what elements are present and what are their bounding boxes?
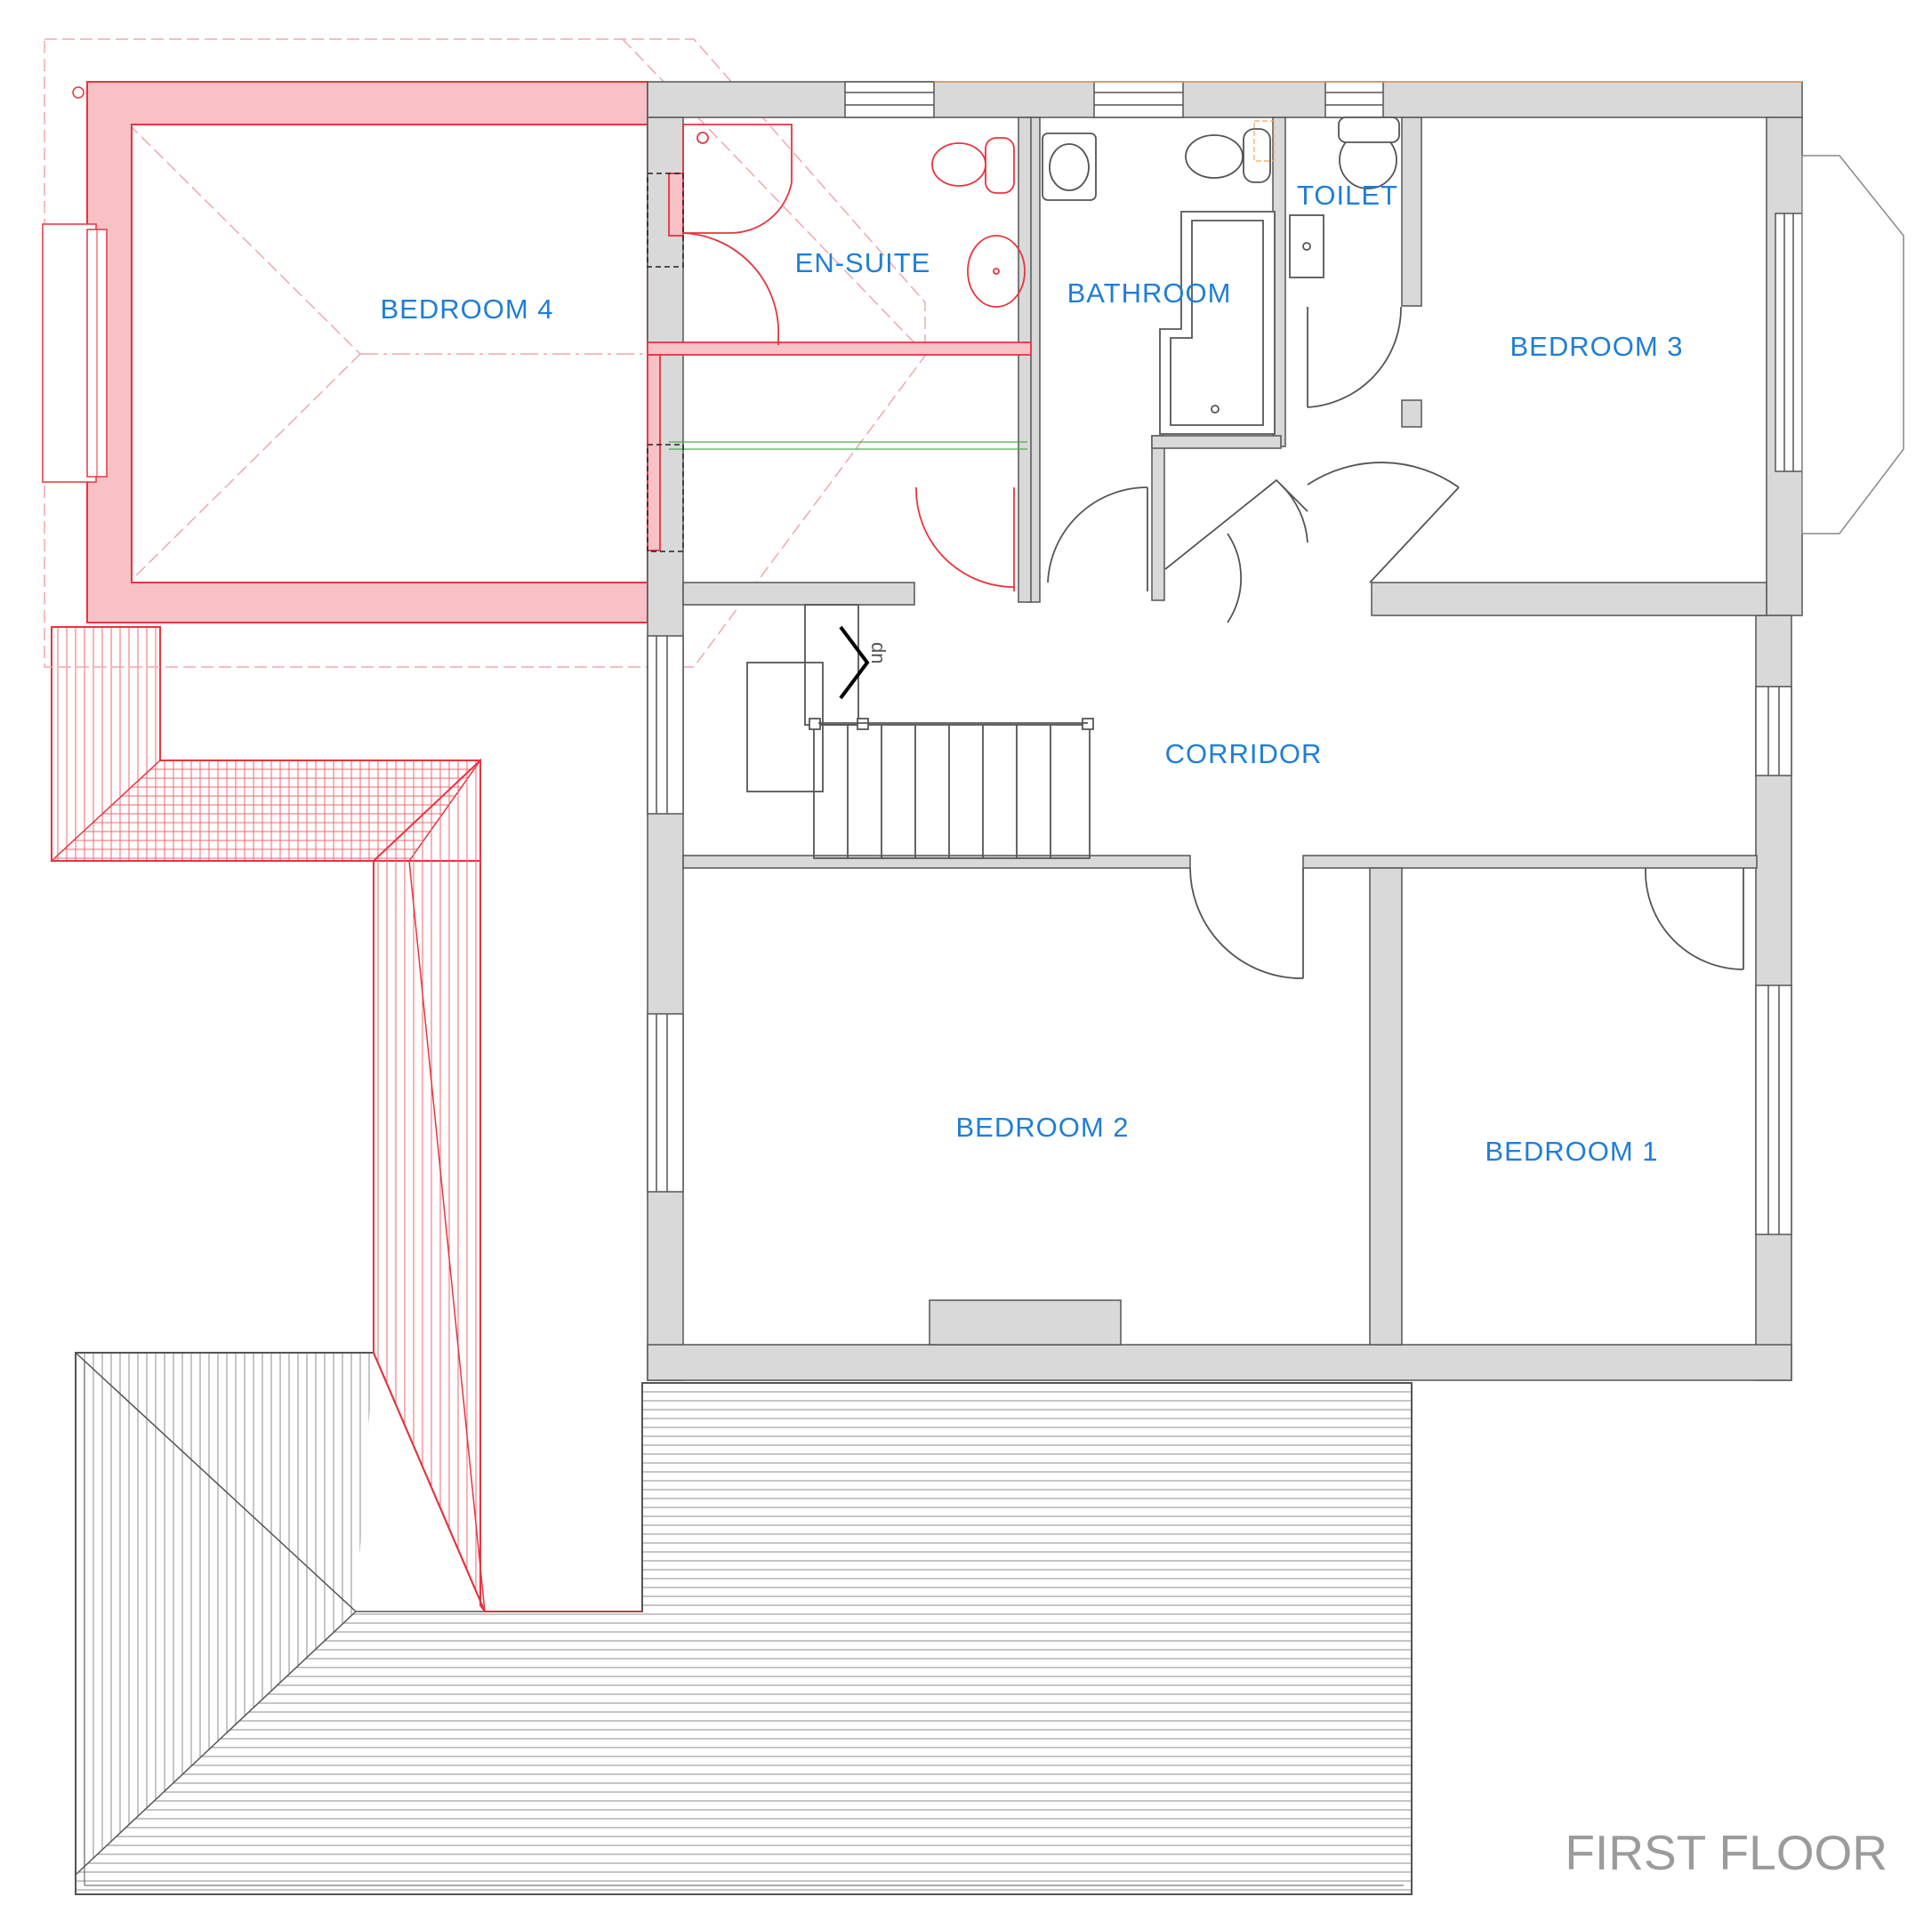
room-labels: BEDROOM 4 EN-SUITE BATHROOM TOILET BEDRO… (380, 180, 1683, 1167)
dashed-opening (647, 444, 684, 552)
room-label-bedroom-2: BEDROOM 2 (955, 1112, 1129, 1143)
en-suite-partition (647, 342, 1032, 356)
roof-hip-line (75, 1611, 357, 1876)
window-bedroom-3 (1775, 213, 1803, 472)
bay-window-bedroom-3 (1801, 155, 1904, 535)
bathroom-fittings (1042, 128, 1276, 591)
en-suite-basin-icon (967, 235, 1026, 308)
closet-doors (1164, 478, 1308, 623)
window-corridor-west (647, 635, 684, 815)
landing-door-swing (915, 486, 1015, 588)
toilet-fittings (1289, 117, 1402, 408)
stair-arrow-icon (839, 625, 870, 700)
windows (647, 81, 1803, 1235)
bedroom-2-door-swing (1189, 867, 1304, 979)
bathroom-toilet-icon (1185, 134, 1244, 179)
bedroom-1-door-swing (1645, 867, 1744, 970)
drawing-title: FIRST FLOOR (1565, 1825, 1888, 1880)
window-toilet (1324, 81, 1384, 118)
toilet-door-swing (1307, 306, 1402, 408)
bedroom-3-door (1307, 462, 1460, 583)
stair-direction-label: dn (867, 642, 890, 663)
roof-west-slope (76, 1353, 374, 1875)
staircase (746, 604, 1094, 859)
room-label-bedroom-4: BEDROOM 4 (380, 293, 553, 325)
room-label-toilet: TOILET (1297, 180, 1398, 211)
window-bedroom-2 (647, 1013, 684, 1193)
shower-tray-icon (682, 124, 793, 234)
proposed-hip-line (408, 860, 486, 1612)
room-label-bedroom-3: BEDROOM 3 (1509, 331, 1683, 362)
window-corridor-east (1755, 686, 1792, 776)
window-en-suite (844, 81, 935, 118)
corner-marker (72, 86, 85, 99)
proposed-roof-extension (50, 626, 642, 1612)
proposed-deck-vertical (373, 758, 486, 1612)
bedroom-4-walls (86, 81, 648, 623)
lower-roof (75, 1352, 1413, 1895)
en-suite-toilet-icon (931, 142, 986, 187)
window-bedroom-1 (1755, 985, 1792, 1235)
roof-south-slope (76, 1383, 1412, 1894)
en-suite-fittings (647, 124, 1032, 591)
bedroom-doors (1189, 867, 1744, 979)
bedroom-4-roof-outline (44, 38, 926, 668)
bedroom-4-roof-hip (128, 353, 361, 583)
room-label-bathroom: BATHROOM (1067, 277, 1232, 309)
roof-hip-line (75, 1352, 357, 1612)
room-label-corridor: CORRIDOR (1165, 738, 1323, 769)
orange-mark (1253, 120, 1275, 162)
room-label-en-suite: EN-SUITE (795, 247, 931, 278)
en-suite-door-swing (682, 232, 780, 339)
bathroom-door-swing (1047, 486, 1148, 583)
room-label-bedroom-1: BEDROOM 1 (1485, 1136, 1658, 1167)
bedroom-4-roof-hip (128, 124, 361, 355)
dashed-opening (647, 173, 684, 268)
window-bathroom (1093, 81, 1184, 118)
